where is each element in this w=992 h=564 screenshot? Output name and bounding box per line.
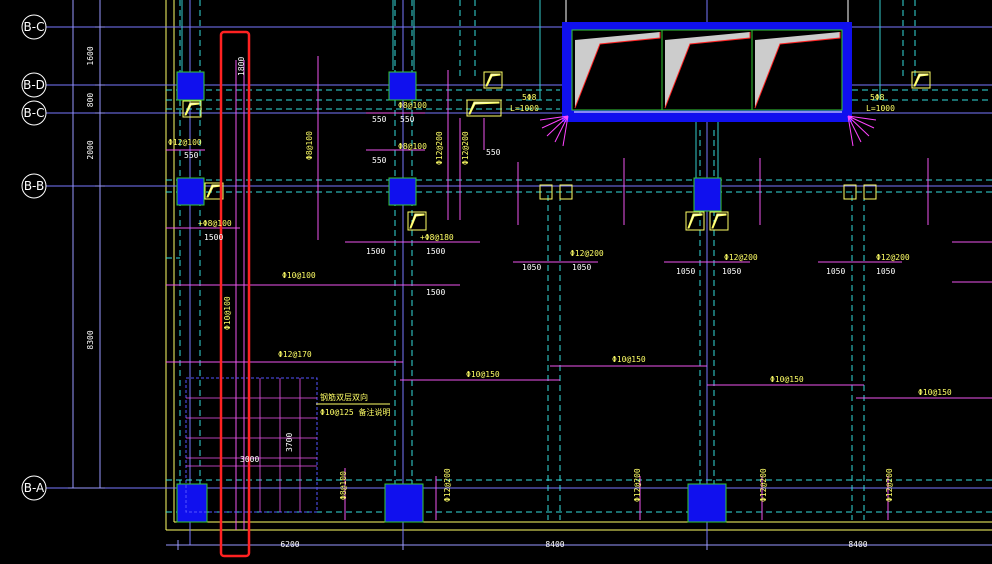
corner-markers (182, 71, 931, 231)
stair-pit (562, 0, 852, 122)
num-3000: 3000 (240, 455, 259, 464)
num-550-e: 550 (486, 148, 501, 157)
dim-1600: 1600 (86, 46, 95, 65)
label-phi8-100-b: Φ8@100 (398, 142, 427, 151)
axis-label-bb: B-B (24, 179, 44, 193)
num-3700: 3700 (285, 433, 294, 452)
dim-6200: 6200 (280, 540, 299, 549)
dim-8400-a: 8400 (545, 540, 564, 549)
label-phi8-180-b: +Φ8@180 (420, 233, 454, 242)
dim-800: 800 (86, 93, 95, 108)
label-phi10-150-c: Φ10@150 (770, 375, 804, 384)
label-phi10-150-d: Φ10@150 (918, 388, 952, 397)
num-1050-a: 1050 (522, 263, 541, 272)
num-1500-c: 1500 (426, 247, 445, 256)
fan-symbols (539, 115, 877, 147)
rebar-annotations: Φ12@100 Φ8@100 Φ8@100 +Φ8@100 +Φ8@180 Φ1… (168, 93, 952, 502)
axis-bubbles (21, 14, 47, 501)
label-phi10-150-a: Φ10@150 (466, 370, 500, 379)
dim-2000: 2000 (86, 140, 95, 159)
column (384, 483, 424, 523)
axis-label-ba: B-A (24, 481, 45, 495)
label-phi12-200-c: Φ12@200 (876, 253, 910, 262)
num-1500-d: 1500 (426, 288, 445, 297)
label-vertical-a: Φ8@100 (305, 131, 314, 160)
num-550-a: 550 (184, 151, 199, 160)
dim-8300: 8300 (86, 330, 95, 349)
rebar-lines (166, 56, 992, 530)
column (176, 483, 208, 523)
num-1050-b: 1050 (572, 263, 591, 272)
label-phi8-180-a: +Φ8@100 (198, 219, 232, 228)
num-550-b: 550 (372, 115, 387, 124)
label-phi12-170: Φ12@170 (278, 350, 312, 359)
column (176, 177, 205, 206)
columns (176, 71, 727, 523)
axis-label-be: B-C (24, 106, 45, 120)
axis-label-bc: B-C (24, 20, 45, 34)
label-phi12-100: Φ12@100 (168, 138, 202, 147)
column (388, 71, 417, 101)
label-5phi8-b: 5Φ8 (870, 93, 885, 102)
length-annotations: 550 550 550 550 550 1500 1500 1500 1500 … (184, 57, 895, 464)
slab-boundary (165, 0, 992, 531)
column (687, 483, 727, 523)
label-vertical-e: Φ12@200 (443, 468, 452, 502)
num-1800: 1800 (237, 57, 246, 76)
label-phi12-200-a: Φ12@200 (570, 249, 604, 258)
note-spacing: Φ10@125 备注说明 (320, 407, 391, 417)
label-vertical-c: Φ12@200 (461, 131, 470, 165)
label-phi10-150-b: Φ10@150 (612, 355, 646, 364)
rebar-mesh-area (185, 377, 390, 513)
label-phi12-200-b: Φ12@200 (724, 253, 758, 262)
num-1050-d: 1050 (722, 267, 741, 276)
num-550-c: 550 (400, 115, 415, 124)
num-550-d: 550 (372, 156, 387, 165)
num-1500-b: 1500 (366, 247, 385, 256)
label-vertical-h: Φ12@200 (885, 468, 894, 502)
label-l1000-b: L=1000 (866, 104, 895, 113)
label-vertical-f: Φ12@200 (633, 468, 642, 502)
beam-solid-lines (181, 0, 881, 180)
label-phi10-100-vertical: Φ10@100 (223, 296, 232, 330)
selection-highlight[interactable] (219, 30, 251, 558)
num-1050-e: 1050 (826, 267, 845, 276)
dim-8400-b: 8400 (848, 540, 867, 549)
num-1050-c: 1050 (676, 267, 695, 276)
column (693, 177, 722, 212)
column (388, 177, 417, 206)
label-phi10-100: Φ10@100 (282, 271, 316, 280)
column (176, 71, 205, 101)
num-1500-a: 1500 (204, 233, 223, 242)
label-phi8-100-a: Φ8@100 (398, 101, 427, 110)
num-1050-f: 1050 (876, 267, 895, 276)
label-vertical-d: Φ8@100 (339, 471, 348, 500)
label-5phi8-a: 5Φ8 (522, 93, 537, 102)
label-vertical-g: Φ12@200 (759, 468, 768, 502)
left-dimension-lines (68, 0, 105, 489)
note-double-layer: 钢筋双层双向 (320, 392, 368, 402)
label-l1000-a: L=1000 (510, 104, 539, 113)
axis-label-bd: B-D (23, 78, 45, 92)
bottom-dimension-line (166, 540, 992, 550)
label-vertical-b: Φ12@200 (435, 131, 444, 165)
